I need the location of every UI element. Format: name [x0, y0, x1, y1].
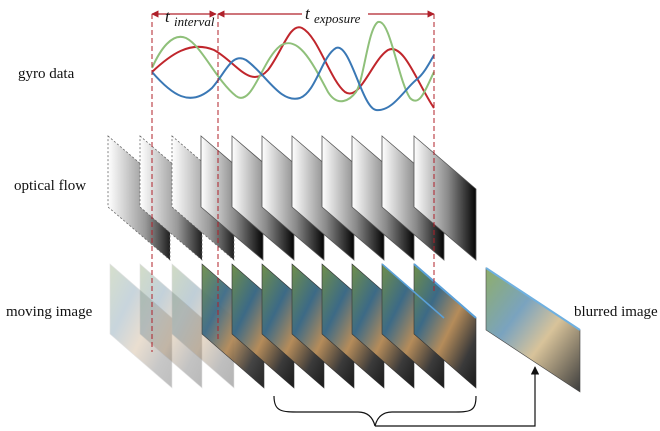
interval-guides	[151, 14, 435, 352]
gyro-curve-red	[151, 26, 435, 109]
gyro-curves	[151, 21, 435, 112]
gyro-curve-green	[151, 21, 435, 103]
t-exposure-sub: exposure	[314, 11, 361, 26]
flow-frame	[139, 135, 203, 261]
optical-flow-stack	[107, 135, 477, 261]
t-interval-sub: interval	[174, 14, 215, 29]
moving-image-stack	[109, 263, 477, 389]
t-interval-base: t	[165, 7, 171, 26]
flow-frame	[107, 135, 171, 261]
exposure-brace	[273, 395, 477, 427]
t-exposure-marker: t exposure	[217, 2, 435, 28]
gyro-curve-blue	[151, 46, 435, 112]
t-exposure-base: t	[305, 4, 311, 23]
gyro-data-label: gyro data	[18, 66, 75, 82]
moving-image-label: moving image	[6, 304, 93, 320]
blurred-image	[485, 267, 581, 393]
to-blurred-arrow	[375, 366, 540, 427]
blurred-image-label: blurred image	[574, 304, 658, 320]
flow-frame	[413, 135, 477, 261]
t-interval-marker: t interval	[151, 7, 217, 29]
optical-flow-label: optical flow	[14, 178, 86, 194]
